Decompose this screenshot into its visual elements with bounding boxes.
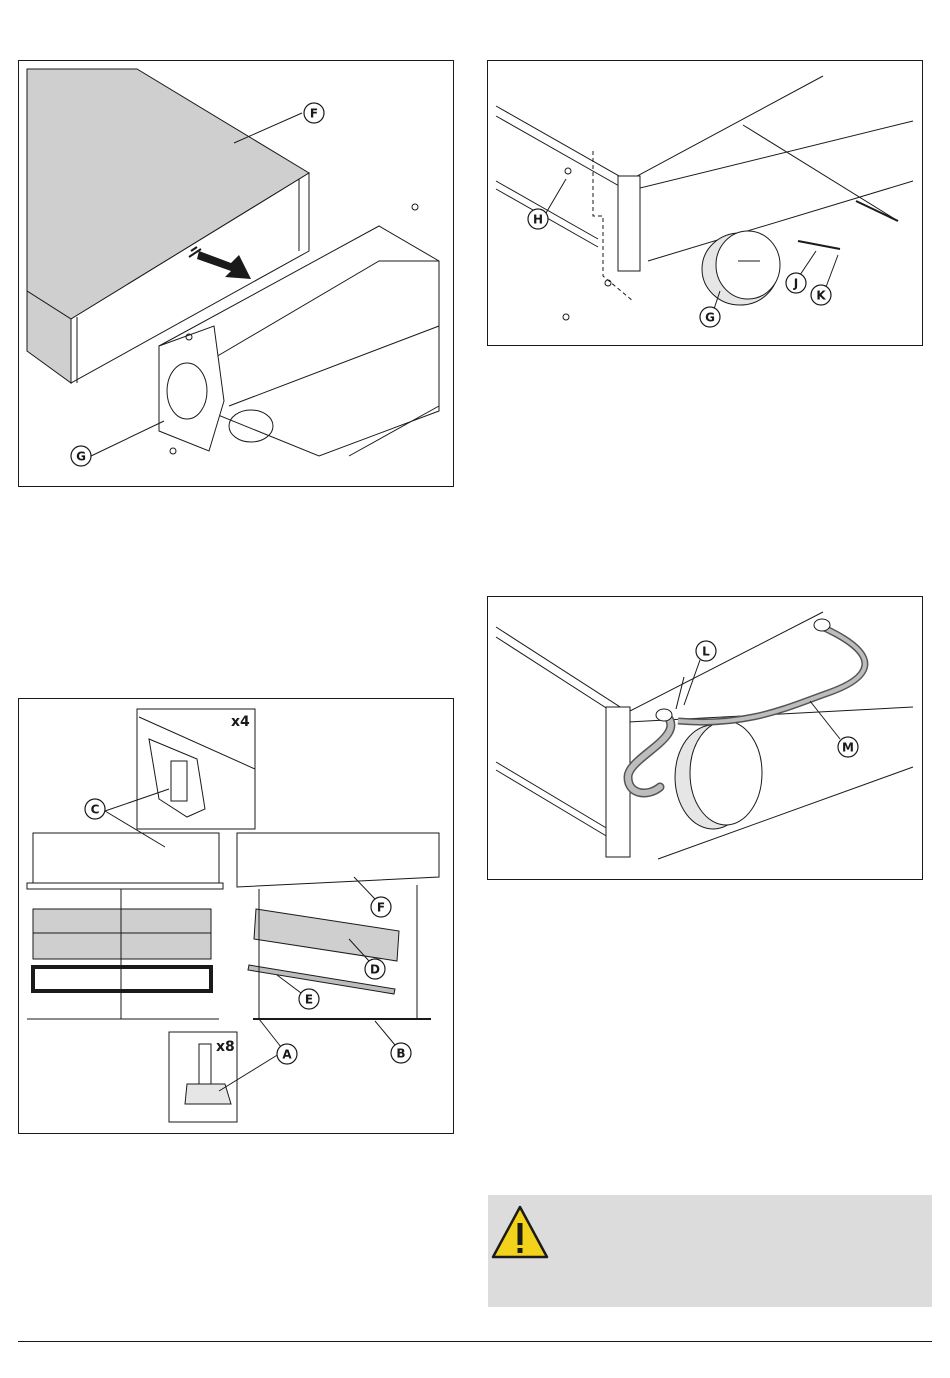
callout-K: K <box>811 255 838 305</box>
callout-M: M <box>810 701 858 757</box>
figure-1-drawing: F G <box>19 61 453 486</box>
warning-triangle-icon <box>490 1203 550 1263</box>
callout-F-label: F <box>310 107 318 121</box>
callout-C-label: C <box>91 803 100 817</box>
multiplier-x4: x4 <box>231 714 250 730</box>
figure-4-motor-cabling: L M <box>487 596 923 880</box>
callout-F3-label: F <box>377 901 385 915</box>
figure-4-drawing: L M <box>488 597 922 879</box>
callout-L-label: L <box>702 645 710 659</box>
figure-2-drawing: H G J K <box>488 61 922 345</box>
motor-icon-2 <box>675 721 762 829</box>
callout-H-label: H <box>533 213 543 227</box>
callout-G-label: G <box>76 450 86 464</box>
figure-1-coil-pull-out: F G <box>18 60 454 487</box>
multiplier-x8: x8 <box>216 1039 235 1055</box>
figure-3-filter-assembly: x4 x8 C F <box>18 698 454 1134</box>
callout-G: G <box>71 421 164 466</box>
callout-K-label: K <box>816 289 826 303</box>
figure-3-drawing: x4 x8 C F <box>19 699 453 1133</box>
callout-A-label: A <box>282 1048 292 1062</box>
callout-H: H <box>528 179 566 229</box>
footer-rule <box>18 1341 932 1342</box>
warning-box <box>488 1195 932 1307</box>
callout-J: J <box>786 251 816 293</box>
callout-B: B <box>375 1021 411 1063</box>
callout-B-label: B <box>396 1047 405 1061</box>
callout-D-label: D <box>370 963 380 977</box>
figure-2-motor-mounting: H G J K <box>487 60 923 346</box>
callout-F: F <box>234 103 324 143</box>
callout-E-label: E <box>305 993 313 1007</box>
callout-F3: F <box>354 877 391 917</box>
callout-M-label: M <box>842 741 854 755</box>
callout-L: L <box>676 641 716 709</box>
callout-J-label: J <box>793 277 798 291</box>
motor-icon <box>702 231 780 305</box>
callout-G2-label: G <box>705 311 715 325</box>
